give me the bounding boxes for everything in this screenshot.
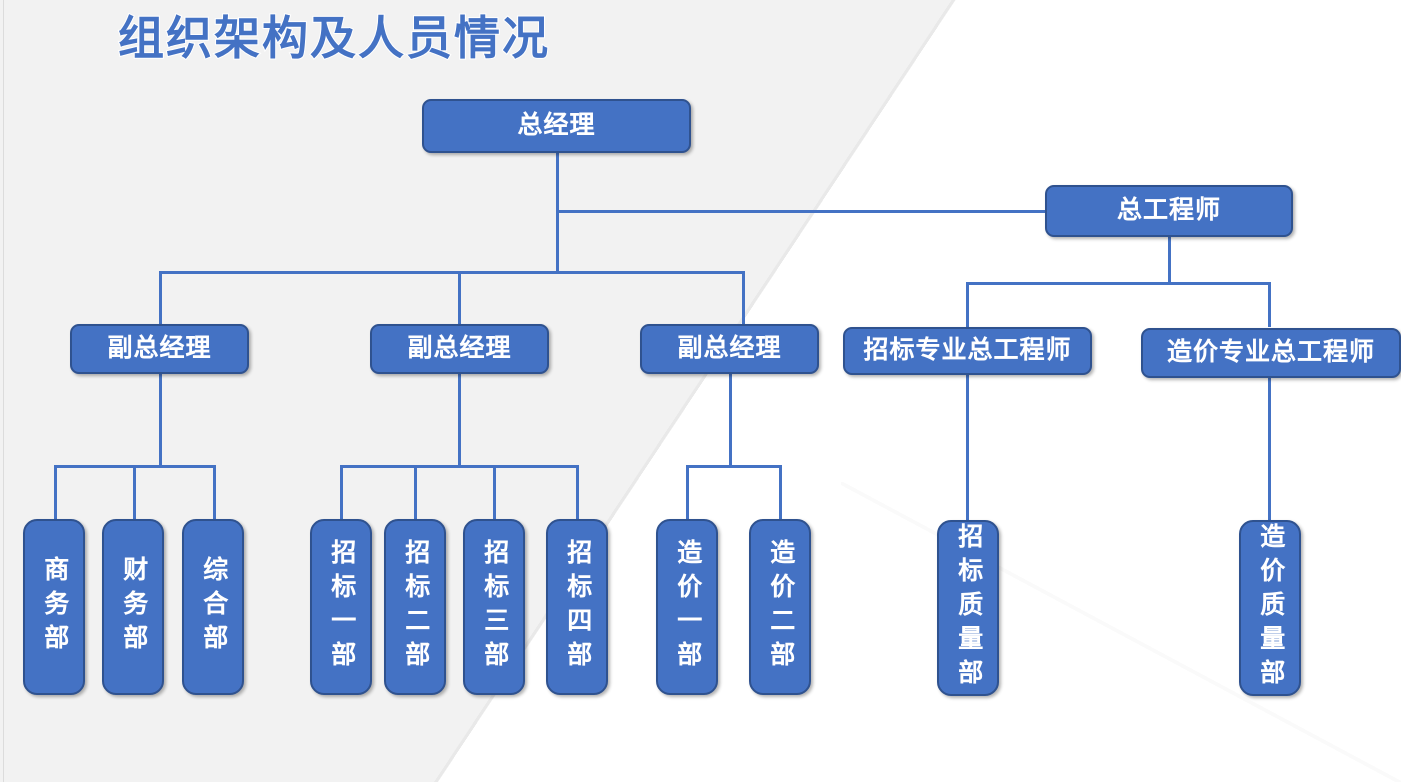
- node-chief-engineer[interactable]: 总工程师: [1045, 185, 1293, 237]
- connector-drop-bid2: [414, 465, 417, 520]
- node-label: 造价质量部: [1256, 523, 1285, 694]
- node-deputy-general-manager-2[interactable]: 副总经理: [370, 324, 549, 374]
- connector-dgm1-stem: [159, 373, 162, 468]
- connector-specialist-bus: [966, 282, 1271, 285]
- connector-gm-to-chief-engineer: [556, 210, 1046, 213]
- connector-dgm-bus: [159, 271, 745, 274]
- node-deputy-general-manager-3[interactable]: 副总经理: [640, 324, 819, 374]
- connector-cost-ce-to-qa: [1268, 376, 1271, 521]
- node-label: 商务部: [40, 556, 69, 659]
- connector-drop-fin: [133, 465, 136, 520]
- connector-dgm2-stem: [458, 373, 461, 468]
- node-cost-department-1[interactable]: 造价一部: [656, 519, 718, 695]
- node-general-manager[interactable]: 总经理: [422, 99, 691, 153]
- connector-drop-cost-ce: [1268, 282, 1271, 327]
- connector-drop-dgm1: [159, 271, 162, 325]
- node-cost-quality-department[interactable]: 造价质量部: [1239, 520, 1301, 696]
- connector-group3-bus: [686, 465, 782, 468]
- node-label: 招标二部: [401, 539, 430, 676]
- node-general-affairs-department[interactable]: 综合部: [182, 519, 244, 695]
- node-bidding-quality-department[interactable]: 招标质量部: [937, 520, 999, 696]
- node-label: 副总经理: [407, 334, 512, 363]
- node-label: 总经理: [517, 111, 596, 140]
- connector-drop-biz: [54, 465, 57, 520]
- node-label: 招标三部: [480, 539, 509, 676]
- connector-drop-bid3: [493, 465, 496, 520]
- connector-ce-stem: [1168, 236, 1171, 284]
- node-label: 综合部: [199, 556, 228, 659]
- connector-drop-dgm3: [742, 271, 745, 325]
- node-label: 总工程师: [1116, 196, 1221, 225]
- connector-drop-gen: [213, 465, 216, 520]
- node-bidding-chief-engineer[interactable]: 招标专业总工程师: [843, 327, 1092, 375]
- node-bidding-department-4[interactable]: 招标四部: [546, 519, 608, 695]
- node-label: 副总经理: [677, 334, 782, 363]
- node-cost-department-2[interactable]: 造价二部: [749, 519, 811, 695]
- node-finance-department[interactable]: 财务部: [102, 519, 164, 695]
- node-bidding-department-3[interactable]: 招标三部: [463, 519, 525, 695]
- connector-drop-bid-ce: [966, 282, 969, 327]
- connector-group2-bus: [340, 465, 578, 468]
- node-cost-chief-engineer[interactable]: 造价专业总工程师: [1141, 328, 1401, 378]
- background-left-edge-line: [3, 0, 4, 782]
- connector-drop-bid1: [340, 465, 343, 520]
- connector-drop-cost2: [779, 465, 782, 520]
- connector-gm-stem: [556, 152, 559, 274]
- node-deputy-general-manager-1[interactable]: 副总经理: [70, 324, 249, 374]
- node-label: 招标四部: [563, 539, 592, 676]
- node-label: 招标一部: [327, 539, 356, 676]
- node-label: 造价一部: [673, 539, 702, 676]
- page-title: 组织架构及人员情况: [117, 11, 550, 65]
- node-label: 副总经理: [107, 334, 212, 363]
- node-label: 造价专业总工程师: [1166, 338, 1375, 367]
- node-label: 招标质量部: [954, 523, 983, 694]
- connector-drop-bid4: [576, 465, 579, 520]
- node-label: 招标专业总工程师: [863, 336, 1072, 365]
- node-label: 造价二部: [766, 539, 795, 676]
- connector-drop-cost1: [686, 465, 689, 520]
- connector-bid-ce-to-qa: [966, 373, 969, 521]
- background-corner-wedge: [841, 482, 1401, 782]
- node-business-department[interactable]: 商务部: [23, 519, 85, 695]
- node-bidding-department-1[interactable]: 招标一部: [310, 519, 372, 695]
- node-label: 财务部: [119, 556, 148, 659]
- connector-dgm3-stem: [729, 373, 732, 468]
- node-bidding-department-2[interactable]: 招标二部: [384, 519, 446, 695]
- connector-drop-dgm2: [458, 271, 461, 325]
